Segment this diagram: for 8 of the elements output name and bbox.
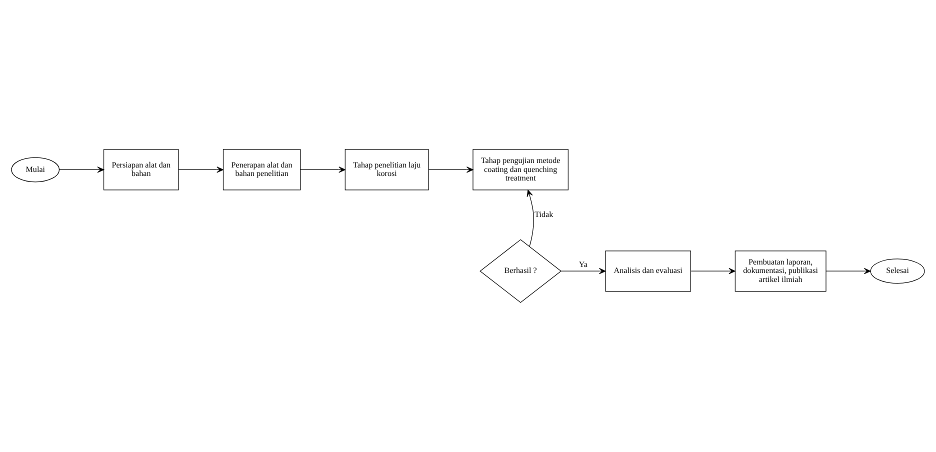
arrow (59, 166, 104, 173)
arrow (300, 166, 346, 173)
arrow (428, 166, 474, 173)
arrow (178, 166, 224, 173)
arrow (560, 268, 606, 274)
arrow (826, 268, 871, 274)
arrow (690, 268, 736, 274)
arrow (526, 190, 534, 247)
